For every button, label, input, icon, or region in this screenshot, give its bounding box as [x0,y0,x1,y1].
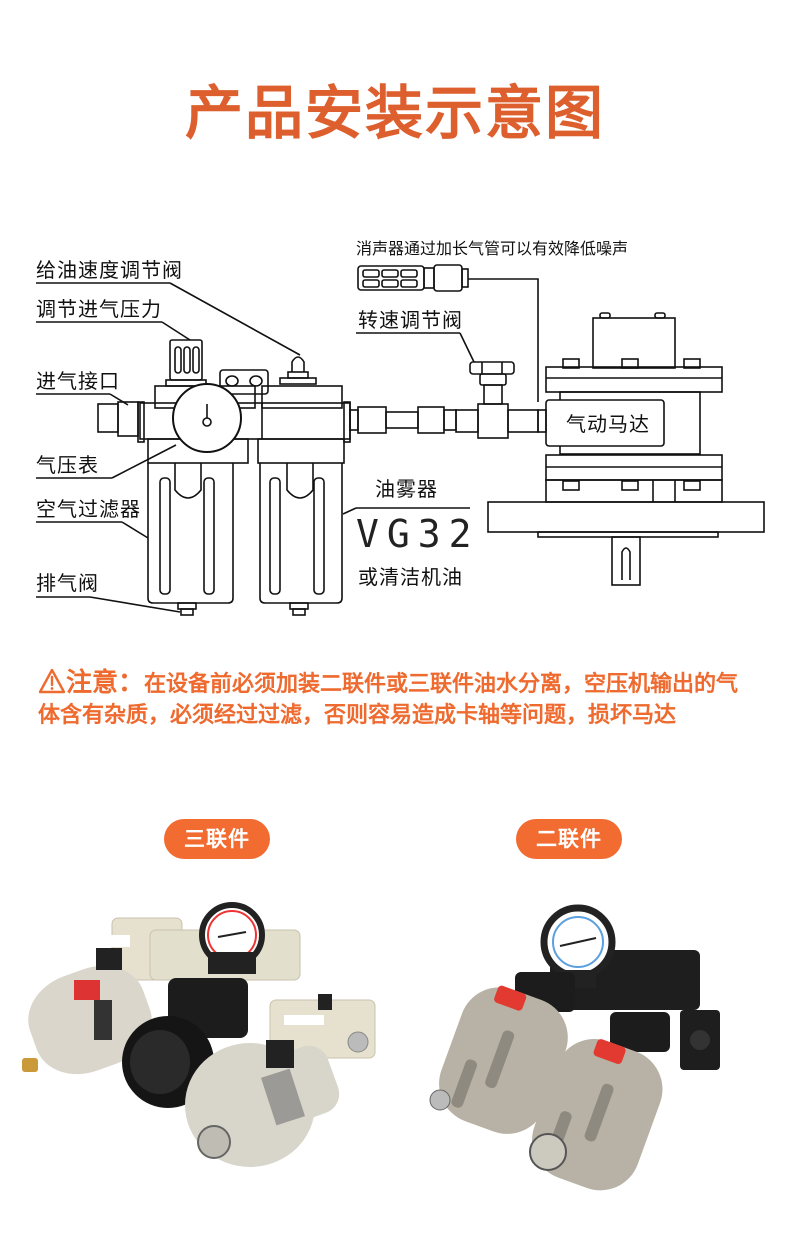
label-drain-valve: 排气阀 [36,571,99,595]
label-pressure-gauge: 气压表 [36,453,99,477]
warning-note: 注意：在设备前必须加装二联件或三联件油水分离，空压机输出的气体含有杂质，必须经过… [38,668,758,731]
three-unit-label: 三联件 [164,819,270,859]
warning-text: 在设备前必须加装二联件或三联件油水分离，空压机输出的气体含有杂质，必须经过过滤，… [38,672,739,728]
warning-heading: 注意： [66,668,145,698]
label-pneumatic-motor: 气动马达 [566,412,650,436]
label-oil-alternative: 或清洁机油 [358,565,463,589]
label-speed-valve: 转速调节阀 [358,308,463,332]
page-title: 产品安装示意图 [184,79,605,147]
label-adjust-inlet-pressure: 调节进气压力 [36,297,162,321]
two-unit-label: 二联件 [516,819,622,859]
label-lubricator: 油雾器 [375,477,438,501]
label-oil-grade: VG32 [356,512,480,556]
label-oil-speed-valve: 给油速度调节阀 [36,258,183,282]
warning-triangle-icon [38,668,66,694]
warning-heading-group: 注意： [38,668,144,698]
three-unit-frl-photo [22,902,376,1167]
label-air-filter: 空气过滤器 [36,497,141,521]
label-air-inlet: 进气接口 [36,369,120,393]
two-unit-frl-photo [429,904,720,1191]
label-muffler-note: 消声器通过加长气管可以有效降低噪声 [356,239,629,258]
